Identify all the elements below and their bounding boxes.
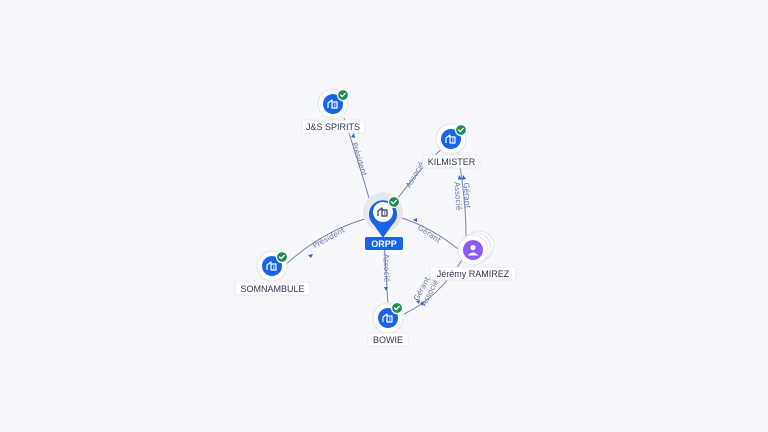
node-core <box>441 129 461 149</box>
check-badge-icon <box>336 88 350 102</box>
edge-label-jeremy-kilmister: GérantAssocié <box>453 181 473 211</box>
node-jeremy-ramirez[interactable]: Jérémy RAMIREZ <box>429 230 517 281</box>
arrow-bowie-from-jeremy <box>416 300 420 304</box>
arrow-kilmister-from-jeremy <box>458 175 462 180</box>
node-core <box>323 94 343 114</box>
node-core <box>378 308 398 328</box>
node-js-spirits[interactable]: J&S SPIRITS <box>301 88 366 134</box>
building-icon <box>327 99 338 109</box>
node-label-box <box>301 119 366 134</box>
node-label-box <box>367 332 409 347</box>
node-label: BOWIE <box>373 335 403 345</box>
check-badge-icon <box>454 123 468 137</box>
arrow-bowie <box>384 287 388 291</box>
building-icon <box>377 207 388 217</box>
node-bowie[interactable]: BOWIE <box>367 301 409 347</box>
node-core <box>373 202 393 222</box>
edge-label-line: Gérant <box>462 182 473 208</box>
edge-label-orpp-js-spirits: Président <box>350 141 369 177</box>
arrow-js-spirits <box>351 133 355 138</box>
node-label-box <box>422 154 481 169</box>
edge-orpp-somnambule <box>281 218 366 269</box>
check-badge-icon <box>390 301 404 315</box>
person-icon <box>467 244 479 256</box>
node-label: KILMISTER <box>428 157 476 167</box>
edge-arrows <box>308 133 466 306</box>
node-orpp[interactable]: ORPP <box>363 192 403 250</box>
check-badge-icon <box>387 195 401 209</box>
arrow-orpp-from-jeremy <box>413 218 417 222</box>
node-core <box>262 256 282 276</box>
building-icon <box>382 313 393 323</box>
edge-jeremy-orpp <box>401 217 459 250</box>
node-label-box <box>429 266 517 281</box>
node-label: Jérémy RAMIREZ <box>437 269 510 279</box>
building-icon <box>266 261 277 271</box>
edge-label-orpp-bowie: Associé <box>382 254 392 283</box>
node-kilmister[interactable]: KILMISTER <box>422 123 481 169</box>
node-somnambule[interactable]: SOMNAMBULE <box>234 250 311 296</box>
node-label: J&S SPIRITS <box>306 122 360 132</box>
building-icon <box>445 134 456 144</box>
node-label-box <box>365 237 403 250</box>
arrow-somnambule <box>308 254 313 258</box>
edge-label-line: Associé <box>453 182 464 211</box>
arrow-kilmister-from-jeremy-2 <box>462 175 466 180</box>
arrow-bowie-from-jeremy-2 <box>420 302 424 306</box>
node-label: ORPP <box>371 239 397 249</box>
edge-label-jeremy-orpp: Gérant <box>416 223 442 245</box>
node-label-box <box>234 281 311 296</box>
check-badge-icon <box>275 250 289 264</box>
node-label: SOMNAMBULE <box>240 284 304 294</box>
edge-label-orpp-somnambule: Président <box>311 226 346 250</box>
